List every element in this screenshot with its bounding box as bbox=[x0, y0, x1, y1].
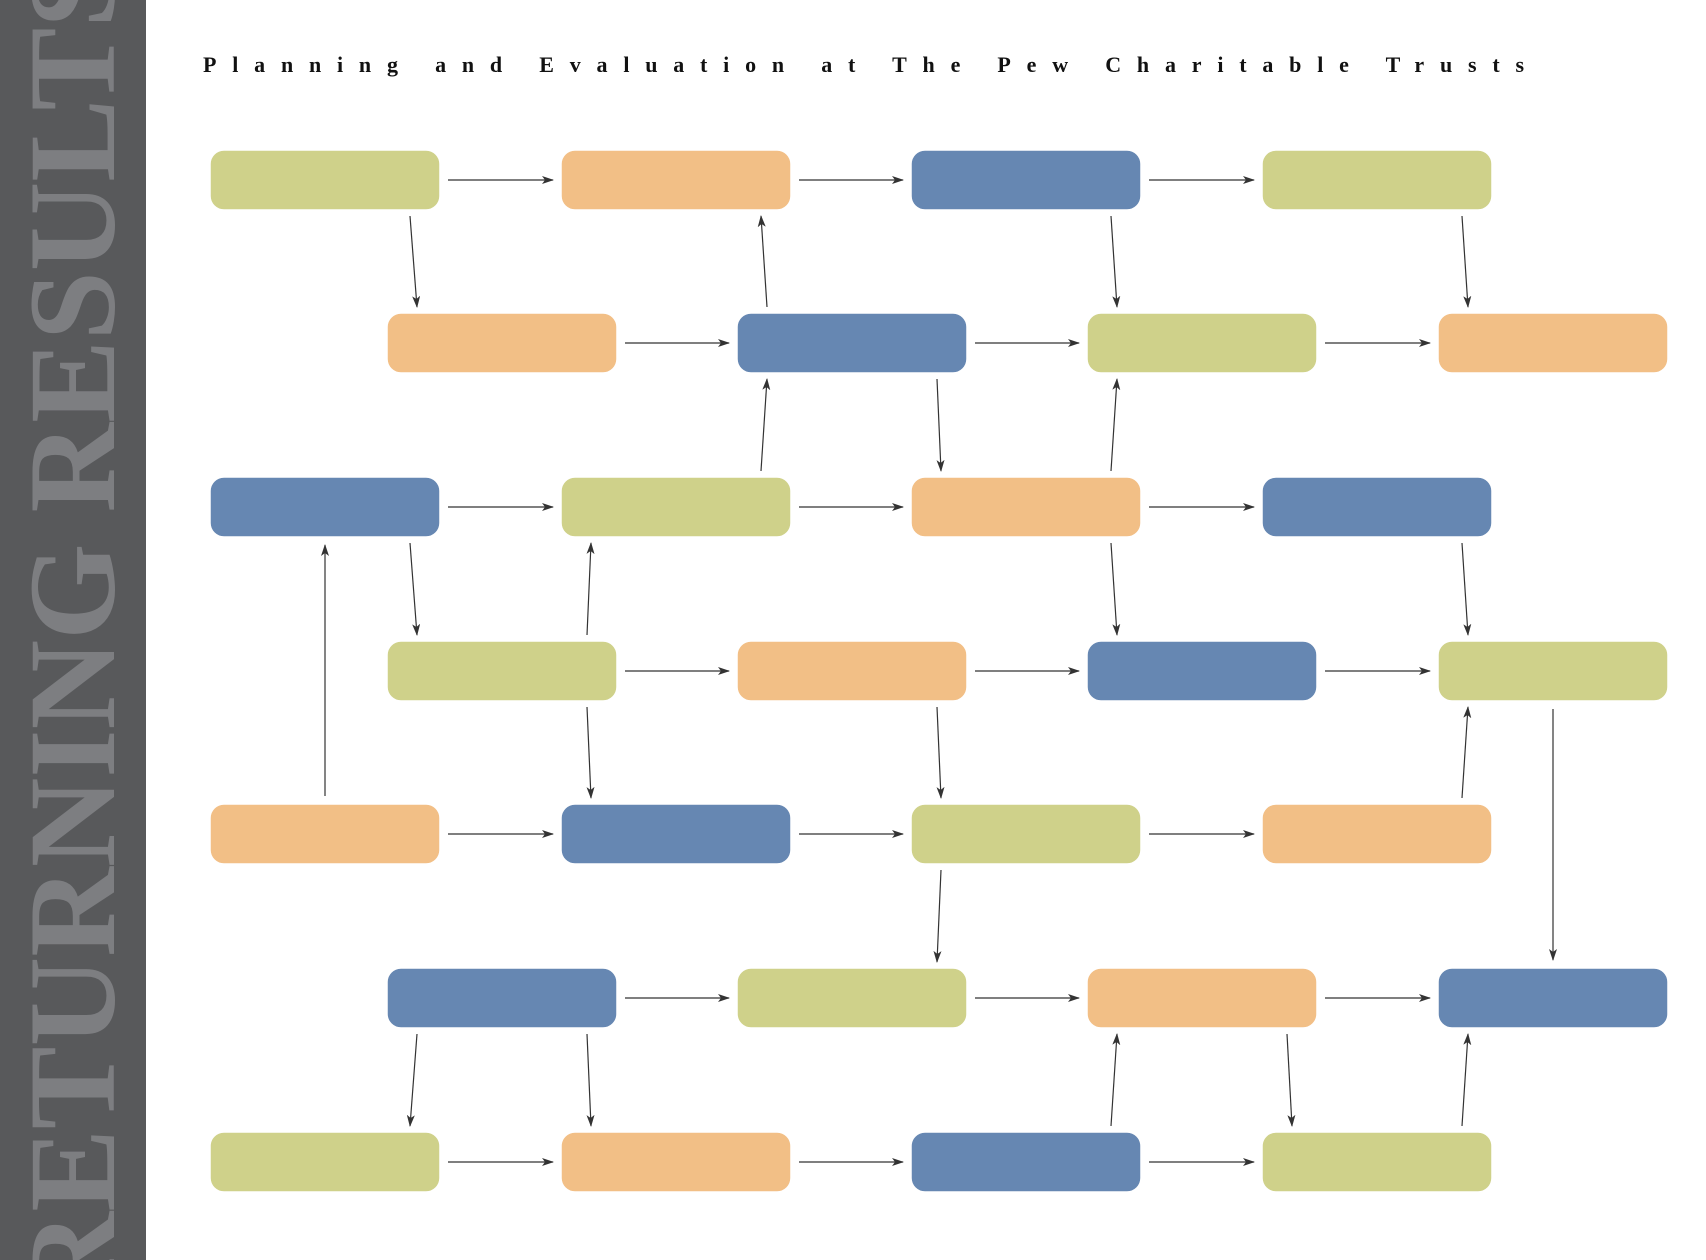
connector-layer bbox=[321, 176, 1557, 1166]
node-orange-r4-c0 bbox=[209, 803, 441, 865]
node-layer bbox=[209, 149, 1669, 1193]
node-blue-r5-c0 bbox=[386, 967, 618, 1029]
node-green-r6-c3 bbox=[1261, 1131, 1493, 1193]
node-orange-r5-c2 bbox=[1086, 967, 1318, 1029]
node-green-r6-c0 bbox=[209, 1131, 441, 1193]
sidebar: RETURNING RESULTS bbox=[0, 0, 146, 1260]
connector-arrow-24 bbox=[586, 706, 595, 799]
connector-arrow-18 bbox=[1110, 542, 1121, 636]
node-green-r1-c2 bbox=[1086, 312, 1318, 374]
connector-arrow-36 bbox=[586, 1033, 595, 1127]
node-blue-r2-c0 bbox=[209, 476, 441, 538]
connector-arrow-25 bbox=[936, 706, 945, 799]
node-orange-r0-c1 bbox=[560, 149, 792, 211]
node-green-r4-c2 bbox=[910, 803, 1142, 865]
node-orange-r2-c2 bbox=[910, 476, 1142, 538]
node-blue-r6-c2 bbox=[910, 1131, 1142, 1193]
connector-arrow-39 bbox=[1461, 1033, 1472, 1127]
connector-arrow-19 bbox=[1461, 542, 1472, 636]
node-green-r0-c0 bbox=[209, 149, 441, 211]
node-green-r2-c1 bbox=[560, 476, 792, 538]
connector-arrow-38 bbox=[1286, 1033, 1296, 1127]
node-orange-r6-c1 bbox=[560, 1131, 792, 1193]
node-blue-r0-c2 bbox=[910, 149, 1142, 211]
page-title: Planning and Evaluation at The Pew Chari… bbox=[203, 52, 1540, 77]
connector-arrow-17 bbox=[586, 542, 595, 636]
connector-arrow-37 bbox=[1110, 1033, 1121, 1127]
connector-arrow-5 bbox=[1110, 215, 1121, 308]
node-green-r3-c0 bbox=[386, 640, 618, 702]
node-orange-r4-c3 bbox=[1261, 803, 1493, 865]
connector-arrow-35 bbox=[406, 1033, 418, 1127]
connector-arrow-6 bbox=[1461, 215, 1472, 308]
node-blue-r4-c1 bbox=[560, 803, 792, 865]
node-green-r3-c3 bbox=[1437, 640, 1669, 702]
connector-arrow-3 bbox=[409, 215, 421, 308]
node-orange-r1-c3 bbox=[1437, 312, 1669, 374]
connector-arrow-16 bbox=[409, 542, 421, 636]
node-blue-r1-c1 bbox=[736, 312, 968, 374]
connector-arrow-26 bbox=[1461, 706, 1472, 799]
connector-arrow-11 bbox=[936, 378, 945, 472]
node-green-r0-c3 bbox=[1261, 149, 1493, 211]
node-blue-r3-c2 bbox=[1086, 640, 1318, 702]
connector-arrow-12 bbox=[1110, 378, 1121, 472]
node-orange-r1-c0 bbox=[386, 312, 618, 374]
node-orange-r3-c1 bbox=[736, 640, 968, 702]
connector-arrow-31 bbox=[933, 869, 942, 963]
node-blue-r2-c3 bbox=[1261, 476, 1493, 538]
node-green-r5-c1 bbox=[736, 967, 968, 1029]
node-blue-r5-c3 bbox=[1437, 967, 1669, 1029]
connector-arrow-10 bbox=[760, 378, 771, 472]
connector-arrow-4 bbox=[757, 215, 768, 308]
